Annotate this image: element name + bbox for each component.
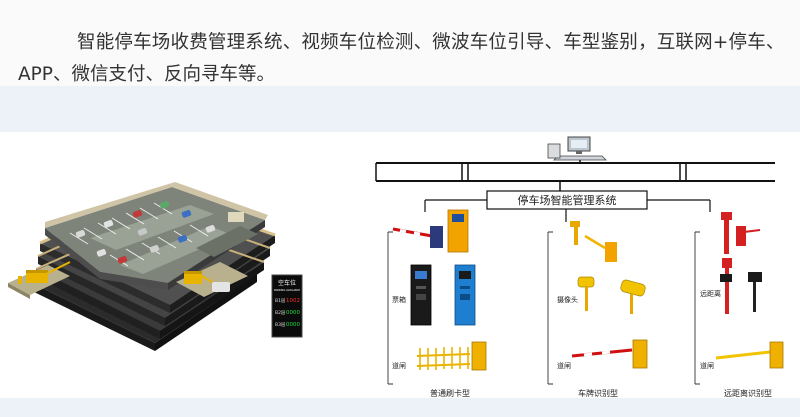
group-long-range: 远距离 道闸 远距离识别型 <box>700 212 783 398</box>
group1-name: 普通刷卡型 <box>430 388 470 398</box>
sign-row-3-value: 0000 <box>286 322 300 328</box>
sign-row-1-value: 1002 <box>286 298 300 304</box>
group2-name: 车牌识别型 <box>578 388 618 398</box>
sign-title: 空车位 <box>278 279 296 287</box>
computer-icon <box>548 137 606 160</box>
group1-gate-label: 道闸 <box>392 361 406 370</box>
sign-row-2-value: 0000 <box>286 310 300 316</box>
group3-gate-label: 道闸 <box>700 361 714 370</box>
sign-row-1-label: B1层 <box>275 298 286 304</box>
group2-gate-label: 道闸 <box>557 361 571 370</box>
sign-row-3-label: B3层 <box>275 322 286 328</box>
group3-name: 远距离识别型 <box>724 388 772 398</box>
group3-device-label: 远距离 <box>700 289 721 298</box>
group2-device-label: 摄像头 <box>557 295 578 304</box>
parking-garage-illustration <box>8 182 275 351</box>
group-card-swipe: 票箱 道闸 普通刷卡型 <box>392 210 486 398</box>
parking-availability-sign: 空车位 PARKING AVAILABLE B1层 1002 B2层 0000 … <box>272 275 302 337</box>
management-system-label: 停车场智能管理系统 <box>518 193 617 207</box>
sign-subtitle: PARKING AVAILABLE <box>274 288 300 292</box>
sign-row-2-label: B2层 <box>275 310 286 316</box>
system-network-diagram: 停车场智能管理系统 票箱 <box>376 137 783 398</box>
group-plate-recognition: 摄像头 道闸 车牌识别型 <box>557 221 647 398</box>
group1-device-label: 票箱 <box>392 295 406 304</box>
